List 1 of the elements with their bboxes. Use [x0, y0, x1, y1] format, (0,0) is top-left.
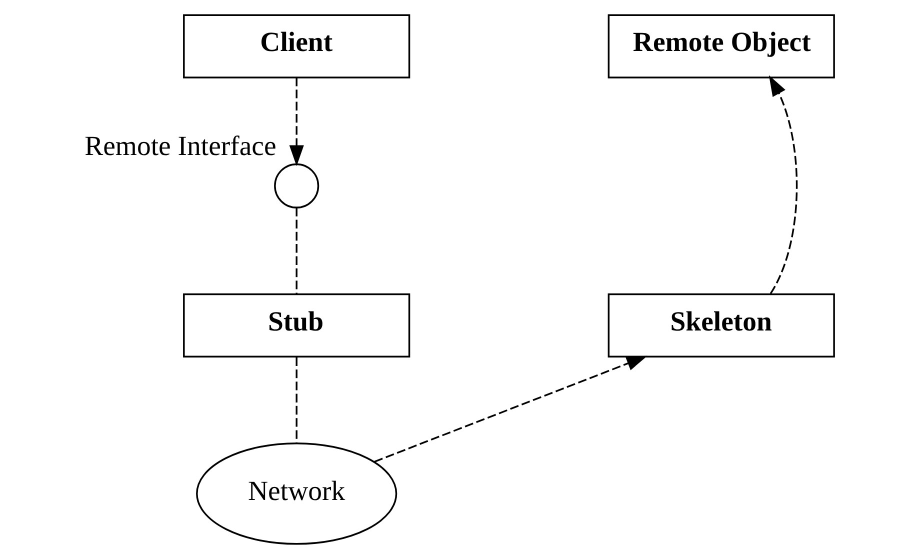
node-label: Remote Interface	[84, 131, 276, 162]
